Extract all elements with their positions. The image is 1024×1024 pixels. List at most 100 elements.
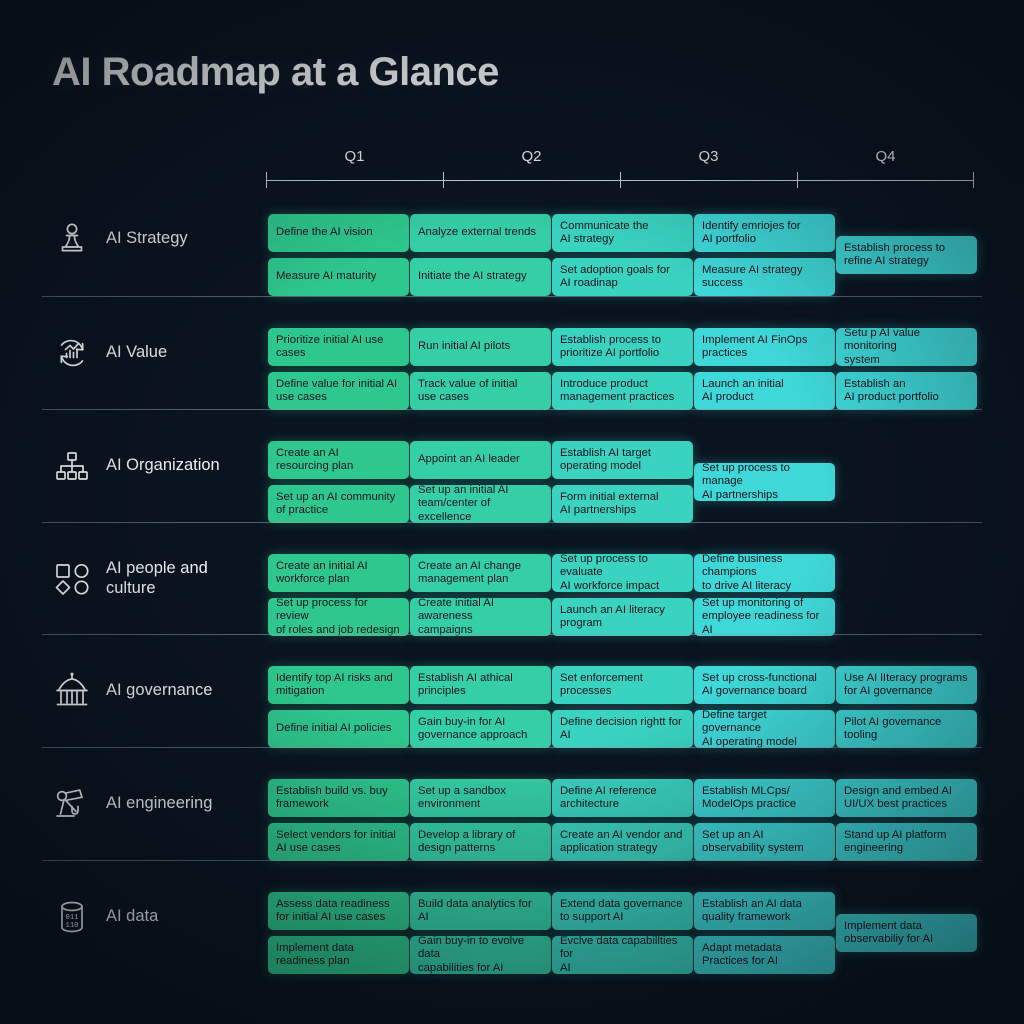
roadmap-card-label: Pilot AI governance tooling	[844, 715, 942, 741]
row-label-text: AI data	[106, 906, 159, 925]
row-label-ai-value[interactable]: AI Value	[52, 333, 262, 373]
roadmap-card[interactable]: Define the AI vision	[268, 214, 409, 252]
value-cycle-chart-icon	[52, 333, 92, 373]
roadmap-card-label: Appoint an AI leader	[418, 453, 520, 466]
roadmap-card-label: Build data analytics for AI	[418, 897, 532, 923]
roadmap-card[interactable]: Pilot AI governance tooling	[836, 710, 977, 748]
timeline-tick	[443, 172, 444, 188]
row-separator	[42, 409, 982, 410]
roadmap-card[interactable]: Appoint an AI leader	[410, 441, 551, 479]
row-separator	[42, 747, 982, 748]
roadmap-card[interactable]: Initiate the AI strategy	[410, 258, 551, 296]
row-label-ai-governance[interactable]: AI governance	[52, 671, 262, 711]
row-separator	[42, 296, 982, 297]
roadmap-card[interactable]: Set enforcement processes	[552, 666, 693, 704]
quarter-label-q1: Q1	[344, 148, 365, 165]
roadmap-card[interactable]: Analyze external trends	[410, 214, 551, 252]
roadmap-card[interactable]: Measure AI maturity	[268, 258, 409, 296]
row-label-ai-strategy[interactable]: AI Strategy	[52, 219, 262, 259]
roadmap-card-label: Measure AI maturity	[276, 270, 377, 283]
roadmap-card[interactable]: Run initial AI pilots	[410, 328, 551, 366]
roadmap-card[interactable]: Establish MLCps/ModelOps practice	[694, 779, 835, 817]
roadmap-card[interactable]: Build data analytics for AI	[410, 892, 551, 930]
roadmap-card-label: Define initial AI policies	[276, 722, 392, 735]
row-label-ai-engineering[interactable]: AI engineering	[52, 784, 262, 824]
roadmap-card[interactable]: Define decision rightt for AI	[552, 710, 693, 748]
row-label-ai-organization[interactable]: AI Organization	[52, 446, 262, 486]
roadmap-card[interactable]: Define initial AI policies	[268, 710, 409, 748]
row-label-text: AI Organization	[106, 455, 220, 474]
row-separator	[42, 522, 982, 523]
